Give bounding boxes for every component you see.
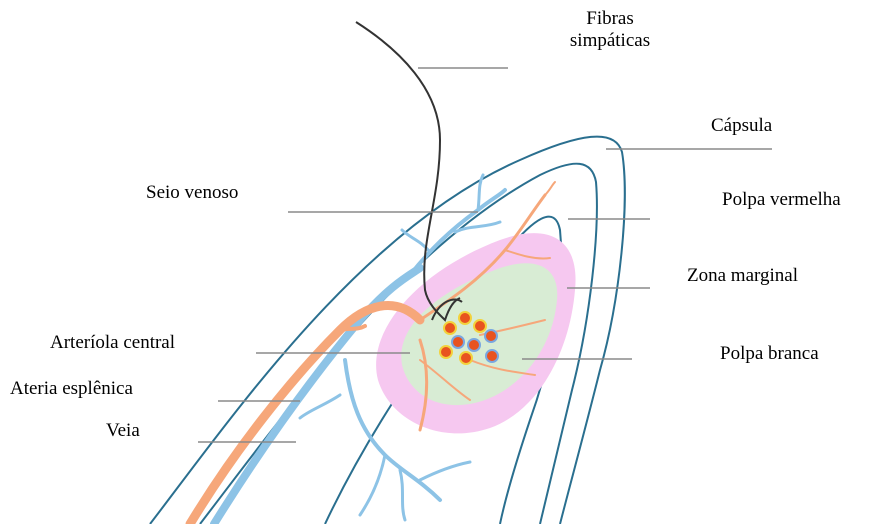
- cell: [485, 330, 497, 342]
- cell: [459, 312, 471, 324]
- cell: [444, 322, 456, 334]
- cell: [452, 336, 464, 348]
- vein-branch-lower-5: [400, 470, 405, 520]
- label-polpa-branca: Polpa branca: [720, 343, 819, 365]
- label-fibras-simpaticas: Fibras simpáticas: [555, 8, 665, 52]
- label-fibras: Fibras: [555, 8, 665, 30]
- label-capsula: Cápsula: [711, 115, 772, 137]
- label-zona-marginal: Zona marginal: [687, 265, 798, 287]
- cell: [468, 339, 480, 351]
- label-arteriola-central: Arteríola central: [50, 332, 175, 354]
- vein-branch-lower-3: [420, 462, 470, 480]
- cell: [486, 350, 498, 362]
- artery-branch-up-3: [545, 182, 555, 195]
- cell: [460, 352, 472, 364]
- cell: [440, 346, 452, 358]
- label-seio-venoso: Seio venoso: [146, 182, 238, 204]
- label-polpa-vermelha: Polpa vermelha: [722, 189, 841, 211]
- label-veia: Veia: [106, 420, 140, 442]
- label-simpaticas: simpáticas: [555, 30, 665, 52]
- vein-branch-lower-4: [300, 395, 340, 418]
- cell: [474, 320, 486, 332]
- vein-branch-lower-2: [360, 455, 385, 515]
- label-ateria-esplenica: Ateria esplênica: [10, 378, 133, 400]
